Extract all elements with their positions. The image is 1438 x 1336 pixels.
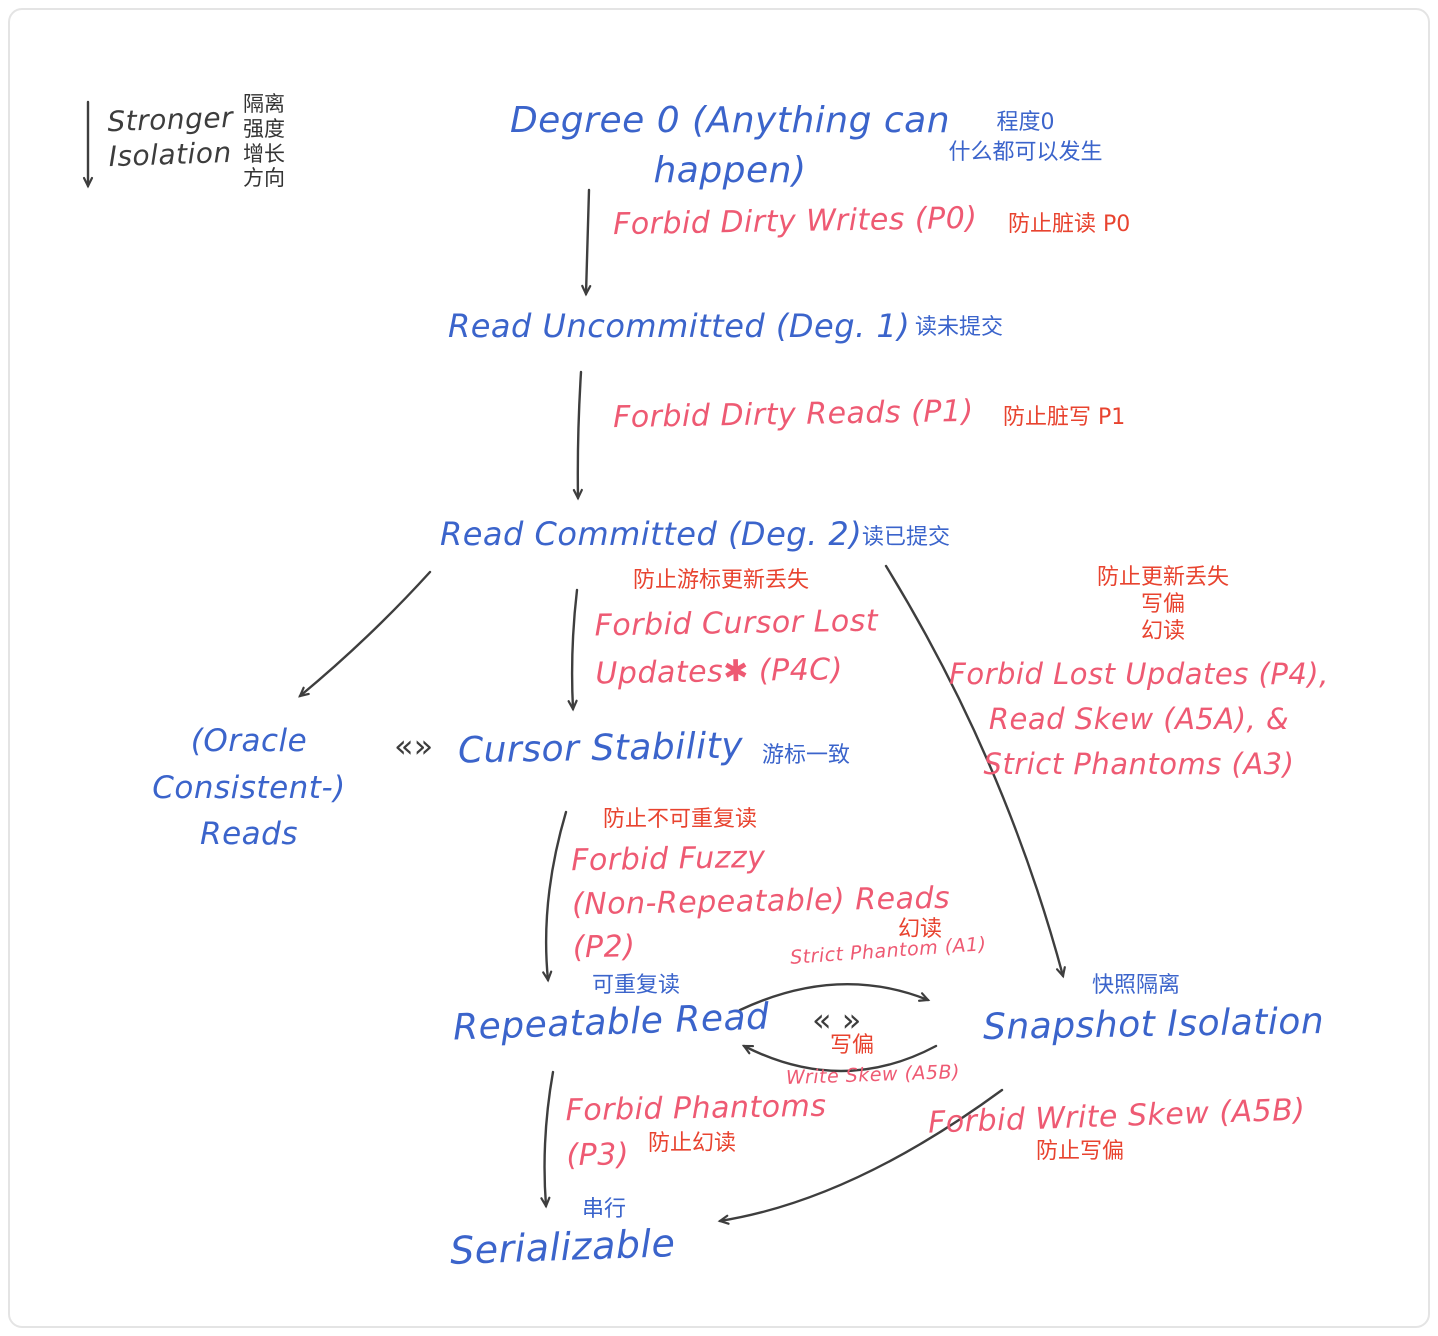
edge-forbid-cursor-lost-updates-zh: 防止游标更新丢失	[633, 568, 810, 593]
node-serializable-zh: 串行	[582, 1197, 627, 1222]
arrow-repeatable-read-to-serializable	[540, 1070, 555, 1209]
arrow-repeatable-to-snapshot-top-curve	[738, 983, 931, 1012]
node-oracle-consistent-reads: (Oracle Consistent-) Reads	[152, 723, 346, 852]
arrow-read-committed-to-cursor-stability	[567, 588, 579, 712]
edge-forbid-cursor-lost-updates: Forbid Cursor Lost Updates✱ (P4C)	[594, 603, 879, 692]
isolation-direction-zh: 隔离 强度 增长 方向	[243, 92, 285, 191]
edge-forbid-dirty-reads-zh: 防止脏写 P1	[1003, 405, 1126, 430]
node-degree0: Degree 0 (Anything can happen)	[509, 100, 951, 192]
edge-forbid-write-skew-zh: 防止写偏	[1036, 1139, 1125, 1164]
node-read-uncommitted: Read Uncommitted (Deg. 1)	[448, 307, 911, 345]
edge-forbid-dirty-writes: Forbid Dirty Writes (P0)	[612, 200, 978, 243]
edge-forbid-fuzzy-zh: 防止不可重复读	[603, 807, 758, 832]
edge-forbid-lost-updates-zh: 防止更新丢失 写偏 幻读	[1096, 565, 1229, 644]
equivalence-mid-glyph: « »	[812, 1001, 862, 1039]
equivalence-left-glyph: «»	[394, 727, 434, 765]
node-repeatable-read-zh: 可重复读	[592, 973, 681, 998]
edge-forbid-dirty-reads: Forbid Dirty Reads (P1)	[612, 393, 974, 436]
diagram-border	[8, 8, 1430, 1328]
edge-forbid-dirty-writes-zh: 防止脏读 P0	[1008, 212, 1131, 237]
node-read-uncommitted-zh: 读未提交	[915, 315, 1004, 340]
node-serializable: Serializable	[449, 1221, 677, 1273]
edge-forbid-lost-updates: Forbid Lost Updates (P4), Read Skew (A5A…	[949, 657, 1329, 781]
node-read-committed: Read Committed (Deg. 2)	[440, 515, 863, 553]
arrow-read-committed-to-snapshot-isolation	[884, 564, 1066, 979]
node-snapshot-isolation: Snapshot Isolation	[982, 1001, 1325, 1048]
curve-strict-phantom-zh: 幻读	[898, 917, 943, 942]
node-read-committed-zh: 读已提交	[862, 525, 951, 550]
arrow-degree0-to-read-uncommitted	[581, 188, 592, 297]
arrow-read-committed-to-oracle-reads	[298, 570, 432, 698]
arrow-snapshot-to-serializable	[717, 1088, 1004, 1225]
curve-write-skew-zh: 写偏	[830, 1033, 875, 1058]
node-snapshot-isolation-zh: 快照隔离	[1092, 973, 1181, 998]
arrow-read-uncommitted-to-read-committed	[572, 370, 583, 501]
arrow-cursor-stability-to-repeatable-read	[542, 810, 568, 983]
stronger-isolation-label: Stronger Isolation	[106, 100, 234, 174]
node-cursor-stability: Cursor Stability	[457, 725, 744, 772]
node-cursor-stability-zh: 游标一致	[762, 743, 851, 768]
node-degree0-zh: 程度0 什么都可以发生	[948, 110, 1103, 165]
edge-forbid-phantoms-zh: 防止幻读	[648, 1131, 737, 1156]
arrow-snapshot-to-repeatable-bottom-curve	[741, 1044, 938, 1073]
